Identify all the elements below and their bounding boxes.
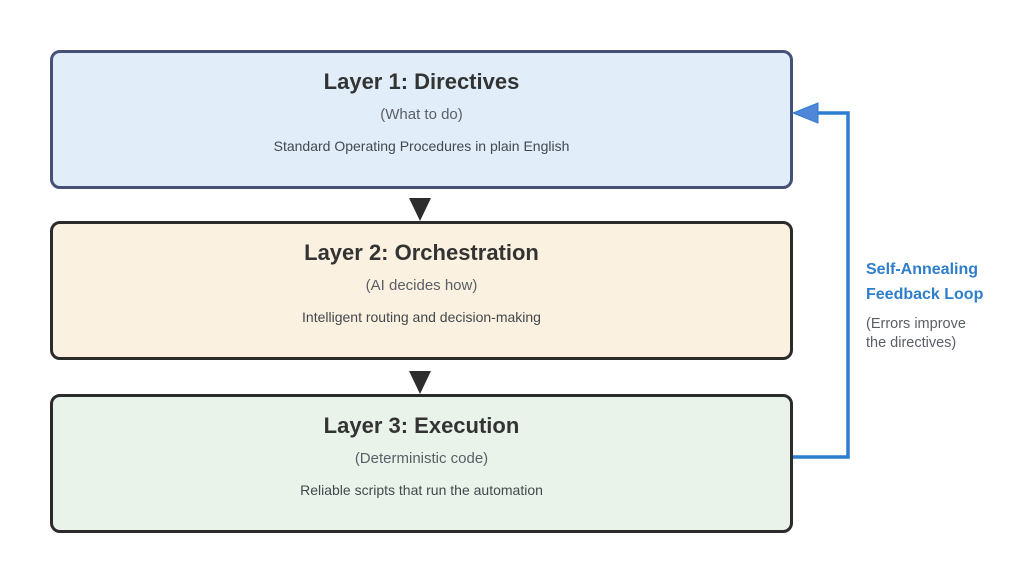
feedback-loop-note-line1: (Errors improve bbox=[866, 316, 966, 332]
layer-2-subtitle: (AI decides how) bbox=[365, 277, 478, 294]
layer-1-title: Layer 1: Directives bbox=[323, 69, 520, 94]
layer-3-title: Layer 3: Execution bbox=[323, 413, 520, 438]
layer-1-description: Standard Operating Procedures in plain E… bbox=[273, 138, 570, 154]
layer-1-box: Layer 1: Directives (What to do) Standar… bbox=[50, 50, 793, 189]
layer-1-subtitle: (What to do) bbox=[380, 106, 463, 123]
layer-2-description: Intelligent routing and decision-making bbox=[302, 309, 541, 325]
feedback-arrowhead-icon bbox=[791, 102, 819, 124]
feedback-loop-label: Self-Annealing Feedback Loop bbox=[866, 257, 983, 307]
layer-3-subtitle: (Deterministic code) bbox=[354, 450, 489, 467]
feedback-loop-note-line2: the directives) bbox=[866, 335, 957, 351]
down-arrow-icon bbox=[409, 371, 431, 394]
feedback-loop-label-line2: Feedback Loop bbox=[866, 286, 984, 303]
feedback-loop-path bbox=[793, 111, 850, 459]
layer-2-box: Layer 2: Orchestration (AI decides how) … bbox=[50, 221, 793, 360]
layer-3-description: Reliable scripts that run the automation bbox=[300, 482, 543, 498]
down-arrow-icon bbox=[409, 198, 431, 221]
layer-3-box: Layer 3: Execution (Deterministic code) … bbox=[50, 394, 793, 533]
feedback-loop-note: (Errors improve the directives) bbox=[866, 315, 966, 353]
layer-2-title: Layer 2: Orchestration bbox=[304, 240, 539, 265]
feedback-loop-label-line1: Self-Annealing bbox=[866, 261, 979, 278]
